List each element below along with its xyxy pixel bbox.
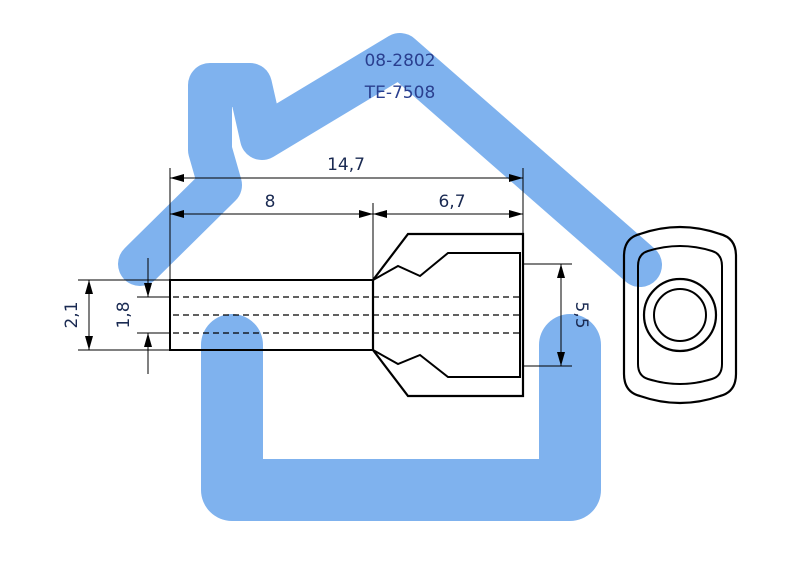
ferrule-side-view xyxy=(169,232,525,398)
part-code-2: TE-7508 xyxy=(364,83,436,103)
dim-collar-length: 6,7 xyxy=(373,192,523,218)
dim-outer-diameter: 2,1 xyxy=(62,279,170,351)
inner-diameter-label: 1,8 xyxy=(114,301,134,328)
dim-sleeve-length: 8 xyxy=(170,192,374,280)
dim-inner-diameter: 1,8 xyxy=(114,258,170,374)
outer-diameter-label: 2,1 xyxy=(62,301,82,328)
sleeve-outline xyxy=(169,279,374,351)
dim-total-length: 14,7 xyxy=(169,155,524,280)
collar-inner-contour xyxy=(372,252,521,378)
collar-length-label: 6,7 xyxy=(438,192,465,212)
dim-collar-height: 5,5 xyxy=(523,263,591,367)
collar-height-label: 5,5 xyxy=(571,301,591,328)
part-code-1: 08-2802 xyxy=(364,51,435,71)
house-icon xyxy=(118,33,662,521)
sleeve-length-label: 8 xyxy=(265,192,276,212)
total-length-label: 14,7 xyxy=(327,155,365,175)
ferrule-end-view xyxy=(622,225,738,405)
